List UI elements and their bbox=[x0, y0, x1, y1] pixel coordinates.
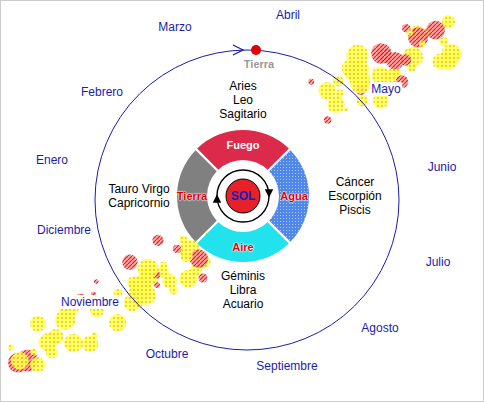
month-label: Enero bbox=[34, 153, 70, 167]
meteor-blob bbox=[407, 29, 413, 35]
meteor-blob bbox=[160, 262, 168, 270]
meteor-blob bbox=[154, 282, 160, 288]
meteor-blob bbox=[324, 116, 331, 123]
meteor-blob bbox=[64, 334, 83, 353]
meteor-blob bbox=[190, 250, 208, 268]
element-sector: Tauro Virgo Capricornio Tierra bbox=[98, 140, 220, 252]
meteor-blob bbox=[308, 79, 314, 85]
meteor-blob bbox=[109, 314, 126, 331]
month-label: Junio bbox=[426, 160, 459, 174]
meteor-blob bbox=[138, 259, 158, 279]
meteor-blob bbox=[11, 352, 29, 370]
sign-list: Tauro Virgo Capricornio bbox=[108, 182, 169, 210]
meteor-blob bbox=[129, 287, 139, 297]
meteor-blob bbox=[55, 310, 75, 330]
sign-list: Aries Leo Sagitario bbox=[219, 79, 266, 121]
earth-dot: Tierra bbox=[222, 40, 286, 72]
meteor-blob bbox=[180, 270, 198, 288]
month-label: Mayo bbox=[369, 82, 402, 96]
meteor-blob bbox=[328, 96, 345, 113]
meteor-blob bbox=[386, 52, 404, 70]
meteor-blob bbox=[152, 235, 163, 246]
month-label: Diciembre bbox=[35, 223, 93, 237]
month-label: Febrero bbox=[79, 85, 125, 99]
meteor-blob bbox=[48, 329, 64, 345]
sun-circle bbox=[226, 179, 260, 213]
meteor-blob bbox=[30, 357, 45, 372]
month-label: Octubre bbox=[144, 347, 191, 361]
element-name: Aire bbox=[232, 241, 253, 253]
meteor-blob bbox=[122, 255, 137, 270]
ring-wedge bbox=[197, 130, 289, 170]
ring-wedge bbox=[177, 150, 217, 242]
earth-dot bbox=[251, 45, 261, 55]
meteor-blob bbox=[82, 336, 98, 352]
month-label: Abril bbox=[274, 8, 302, 22]
month-label: Julio bbox=[424, 255, 453, 269]
element-name: Tierra bbox=[177, 190, 207, 202]
meteor-blob bbox=[433, 53, 449, 69]
sign-list: Géminis Libra Acuario bbox=[221, 269, 265, 311]
meteor-blob bbox=[173, 245, 181, 253]
ring-wedge bbox=[197, 222, 289, 262]
meteor-blob bbox=[8, 353, 28, 373]
orbit-arrow bbox=[233, 45, 243, 55]
ring-wedge bbox=[269, 150, 309, 242]
month-label: Marzo bbox=[156, 20, 193, 34]
meteor-blob bbox=[180, 250, 192, 262]
meteor-cluster bbox=[8, 15, 462, 373]
meteor-blob bbox=[357, 95, 368, 106]
element-sector: Agua Cáncer Escorpión Piscis bbox=[266, 140, 394, 252]
meteor-blob bbox=[344, 107, 349, 112]
sun-circle: SOL bbox=[226, 179, 260, 213]
meteor-blob bbox=[440, 37, 449, 46]
meteor-blob bbox=[30, 349, 37, 356]
element-name: Fuego bbox=[227, 139, 260, 151]
meteor-blob bbox=[30, 316, 46, 332]
meteor-blob bbox=[426, 21, 445, 40]
meteor-blob bbox=[94, 279, 99, 284]
meteor-blob bbox=[336, 89, 344, 97]
element-sector: AireGéminis Libra Acuario bbox=[185, 215, 301, 317]
meteor-blob bbox=[124, 294, 141, 311]
month-label: Noviembre bbox=[59, 295, 121, 309]
month-label: Agosto bbox=[359, 321, 400, 335]
meteor-blob bbox=[8, 345, 14, 351]
orbit bbox=[95, 50, 399, 350]
meteor-blob bbox=[419, 41, 425, 47]
planet-label: Tierra bbox=[244, 58, 274, 70]
inner-disk bbox=[207, 160, 279, 232]
month-label: Septiembre bbox=[254, 359, 319, 373]
meteor-blob bbox=[162, 274, 177, 289]
meteor-blob bbox=[46, 346, 58, 358]
element-name: Agua bbox=[280, 190, 308, 202]
meteor-blob bbox=[198, 273, 207, 282]
sun-label: SOL bbox=[231, 189, 256, 203]
meteor-blob bbox=[348, 71, 360, 83]
sign-list: Cáncer Escorpión Piscis bbox=[328, 175, 381, 217]
